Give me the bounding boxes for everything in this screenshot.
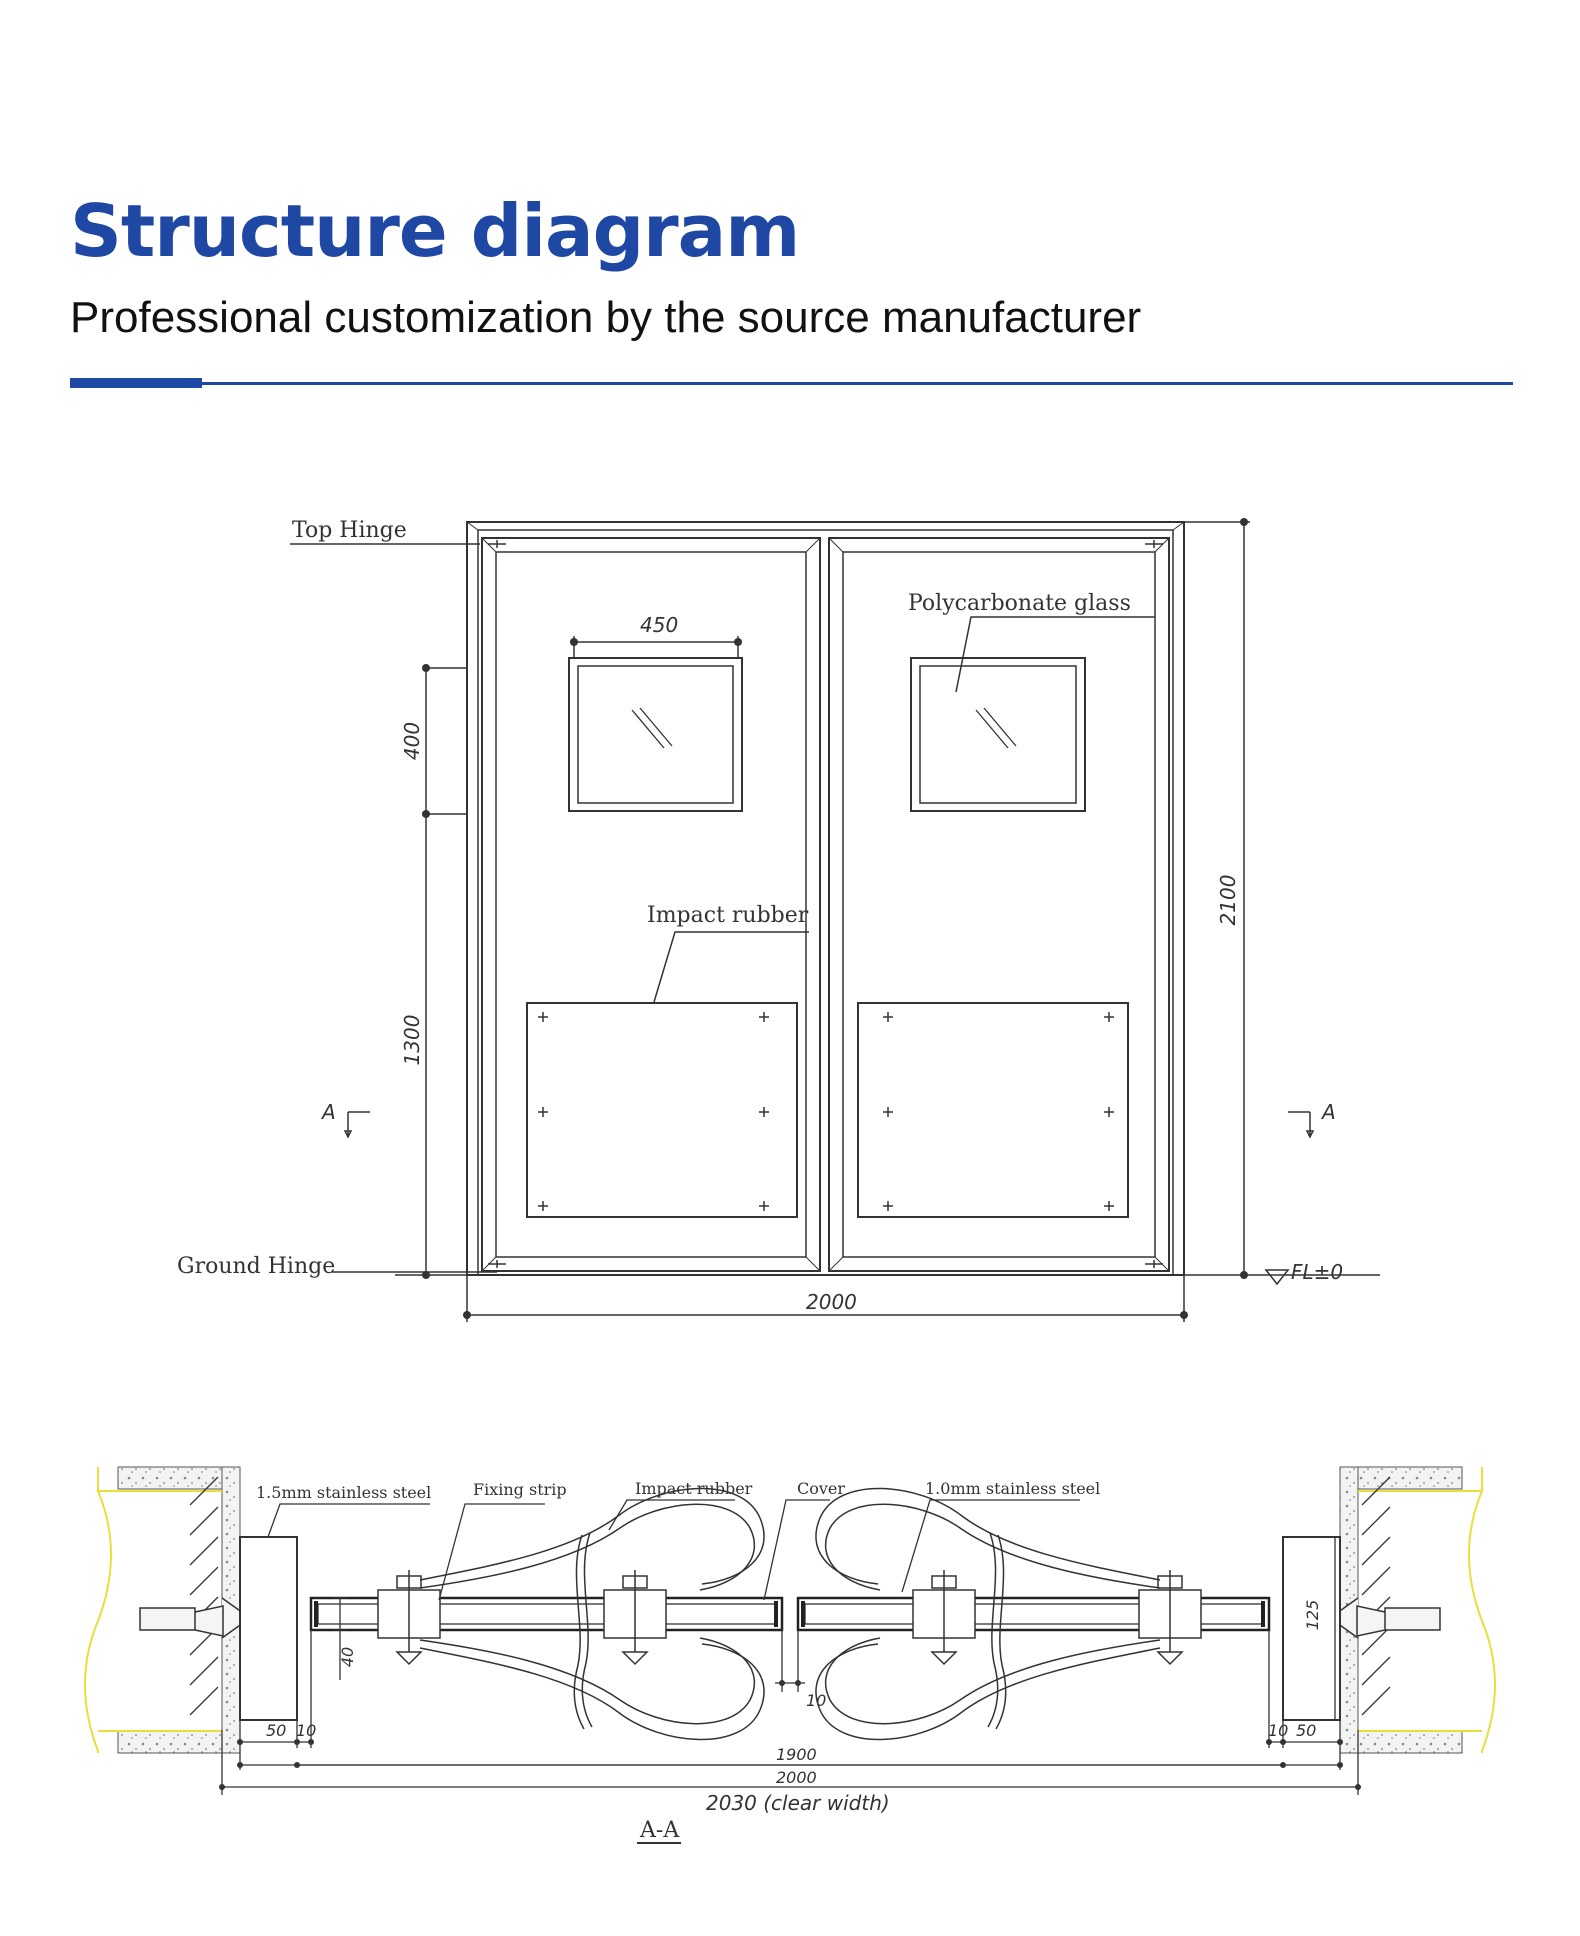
- label-ground-hinge: Ground Hinge: [177, 1254, 335, 1279]
- fixing-bolts: [377, 1570, 1202, 1666]
- left-jamb: [239, 1536, 298, 1721]
- header-divider-accent: [70, 378, 202, 388]
- section-dimension-dots: [219, 1680, 1361, 1790]
- label-steel-1-0: 1.0mm stainless steel: [925, 1479, 1100, 1498]
- right-door-leaf: [828, 537, 1170, 1272]
- dim-total-width: 2000: [806, 1290, 857, 1314]
- label-fixing-strip: Fixing strip: [473, 1480, 567, 1499]
- right-kick-plate: [857, 1002, 1129, 1218]
- label-impact-rubber-section: Impact rubber: [635, 1479, 753, 1498]
- kick-plate-screws: [538, 1012, 1114, 1211]
- elevation-leaders: [290, 543, 1155, 1273]
- right-jamb: [1282, 1536, 1341, 1721]
- dim-1900: 1900: [776, 1745, 817, 1764]
- label-impact-rubber: Impact rubber: [647, 903, 809, 928]
- dim-window-offset: 400: [400, 722, 424, 760]
- left-anchor: [139, 1597, 252, 1639]
- section-mark-left: A: [320, 1100, 336, 1124]
- section-title: A-A: [639, 1818, 680, 1843]
- floor-level-label: FL±0: [1291, 1260, 1343, 1284]
- dim-50-right: 50: [1296, 1721, 1316, 1740]
- dim-window-width: 450: [640, 613, 678, 637]
- header-divider: [70, 382, 1513, 385]
- section-leaders: [267, 1499, 1080, 1601]
- dim-10-gap: 10: [806, 1691, 826, 1710]
- left-kick-plate: [526, 1002, 798, 1218]
- left-door-leaf: [481, 537, 821, 1272]
- section-a-a: 1.5mm stainless steel Fixing strip Impac…: [84, 1466, 1496, 1844]
- page-title: Structure diagram: [70, 189, 800, 273]
- dim-125: 125: [1303, 1600, 1322, 1631]
- label-top-hinge: Top Hinge: [292, 518, 407, 543]
- structure-drawing: Top Hinge Ground Hinge Polycarbonate gla…: [84, 518, 1496, 1844]
- label-cover: Cover: [797, 1479, 845, 1498]
- dim-40: 40: [338, 1647, 357, 1667]
- dim-50-left: 50: [266, 1721, 286, 1740]
- front-elevation: [395, 521, 1380, 1276]
- label-polycarbonate-glass: Polycarbonate glass: [908, 591, 1131, 616]
- page-subtitle: Professional customization by the source…: [70, 293, 1142, 342]
- section-mark-right: A: [1320, 1100, 1336, 1124]
- dim-2000: 2000: [776, 1768, 817, 1787]
- dim-10-right: 10: [1268, 1721, 1288, 1740]
- dim-clear-width: 2030 (clear width): [706, 1791, 890, 1815]
- dim-10-left: 10: [296, 1721, 316, 1740]
- right-window: [910, 657, 1086, 812]
- label-steel-1-5: 1.5mm stainless steel: [256, 1483, 431, 1502]
- left-window: [568, 657, 743, 812]
- impact-rubber-section: [419, 1487, 1161, 1741]
- dim-total-height: 2100: [1216, 875, 1240, 926]
- door-frame-outer: [466, 521, 1185, 1276]
- elevation-dimension-dots: [422, 518, 1248, 1319]
- dim-panel-height: 1300: [400, 1015, 424, 1066]
